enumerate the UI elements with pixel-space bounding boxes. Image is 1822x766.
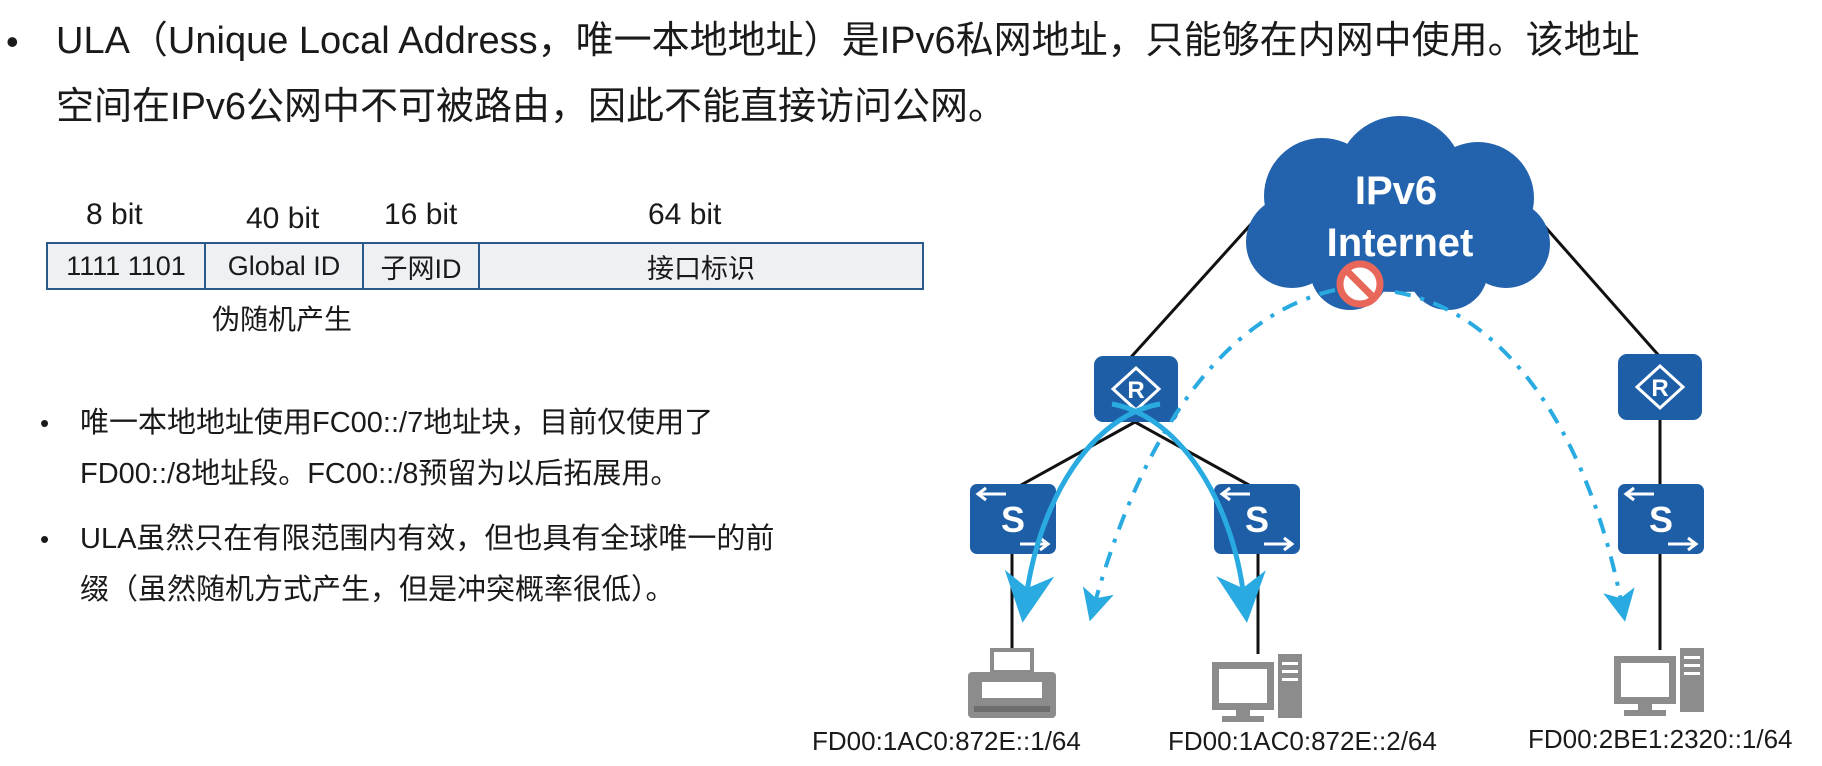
flow-arrow-blocked-left (1082, 288, 1336, 622)
cloud-label-internet: Internet (1327, 221, 1474, 265)
ula-format-row: 1111 1101 Global ID 子网ID 接口标识 (46, 242, 924, 290)
note-item: • 唯一本地地址使用FC00::/7地址块，目前仅使用了 FD00::/8地址段… (40, 398, 880, 500)
note-line: ULA虽然只在有限范围内有效，但也具有全球唯一的前 (80, 523, 775, 555)
router-label: R (1651, 375, 1668, 402)
note-line: 唯一本地地址使用FC00::/7地址块，目前仅使用了 (80, 407, 714, 439)
local-flow-arrows (1004, 401, 1266, 623)
link-router-switch-middle (1134, 420, 1259, 492)
ula-format-table: 1111 1101 Global ID 子网ID 接口标识 (46, 242, 924, 290)
field-subnet-id: 子网ID (362, 242, 480, 290)
flow-arrow-to-pc (1111, 401, 1266, 623)
note-line: FD00::/8地址段。FC00::/8预留为以后拓展用。 (80, 458, 680, 490)
intro-paragraph: ULA（Unique Local Address，唯一本地地址）是IPv6私网地… (56, 8, 1796, 140)
computer-icon (1614, 648, 1704, 716)
host-address-printer: FD00:1AC0:872E::1/64 (812, 726, 1081, 756)
global-id-note: 伪随机产生 (212, 304, 353, 335)
router-right: R (1618, 354, 1702, 420)
cloud-label-ipv6: IPv6 (1355, 169, 1437, 213)
flow-arrow-blocked-right (1394, 290, 1635, 622)
notes-list: • 唯一本地地址使用FC00::/7地址块，目前仅使用了 FD00::/8地址段… (40, 398, 880, 630)
link-router-switch-left (1011, 420, 1136, 492)
link-cloud-router-left (1121, 210, 1264, 368)
field-prefix: 1111 1101 (46, 242, 206, 290)
bit-label-interface-id: 64 bit (648, 198, 722, 231)
bit-label-global-id: 40 bit (246, 202, 320, 235)
ipv6-internet-cloud: IPv6 Internet (1246, 116, 1550, 310)
field-global-id: Global ID (204, 242, 364, 290)
topology-links (1010, 210, 1670, 654)
switch-label: S (1649, 499, 1673, 540)
switch-label: S (1245, 499, 1269, 540)
computer-icon (1212, 654, 1302, 722)
bit-label-prefix: 8 bit (86, 198, 143, 231)
switch-middle: S (1214, 484, 1300, 554)
note-line: 缀（虽然随机方式产生，但是冲突概率很低）。 (80, 574, 675, 606)
link-cloud-router-right (1530, 211, 1670, 367)
note-bullet: • (40, 524, 50, 554)
bit-label-subnet-id: 16 bit (384, 198, 458, 231)
intro-line-1: ULA（Unique Local Address，唯一本地地址）是IPv6私网地… (56, 20, 1640, 62)
blocked-flow-arrows (1082, 288, 1635, 622)
blocked-sign-icon (1336, 260, 1384, 308)
note-item: • ULA虽然只在有限范围内有效，但也具有全球唯一的前 缀（虽然随机方式产生，但… (40, 514, 880, 616)
intro-bullet: • (6, 21, 19, 62)
switch-left: S (970, 484, 1056, 554)
host-address-pc-middle: FD00:1AC0:872E::2/64 (1168, 726, 1437, 756)
router-label: R (1127, 377, 1144, 404)
intro-line-2: 空间在IPv6公网中不可被路由，因此不能直接访问公网。 (56, 86, 1007, 128)
printer-icon (968, 648, 1056, 718)
note-bullet: • (40, 408, 50, 438)
switch-right: S (1618, 484, 1704, 554)
host-address-pc-right: FD00:2BE1:2320::1/64 (1528, 724, 1793, 754)
switch-label: S (1001, 499, 1025, 540)
field-interface-id: 接口标识 (478, 242, 924, 290)
